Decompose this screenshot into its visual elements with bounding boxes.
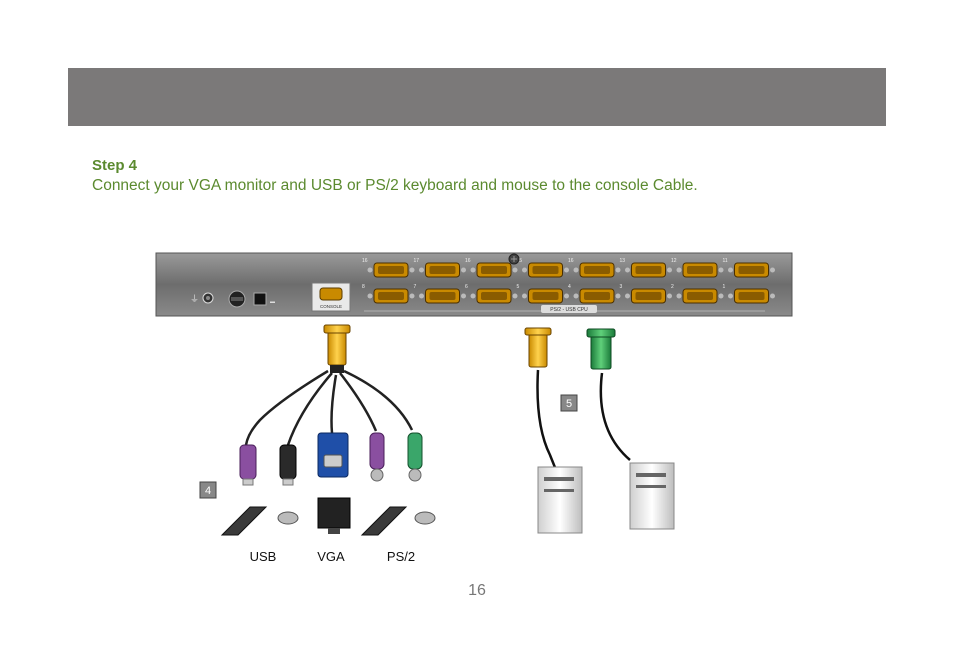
cpu-port: 3 bbox=[620, 284, 672, 304]
power-jack-icon bbox=[228, 290, 246, 308]
cpu-port: 12 bbox=[671, 258, 724, 278]
port-number: 16 bbox=[465, 258, 471, 264]
console-label: CONSOLE bbox=[320, 304, 342, 309]
power-switch-icon: ▬ bbox=[253, 292, 275, 306]
port-number: 1 bbox=[723, 284, 726, 290]
port-number: 3 bbox=[620, 284, 623, 290]
port-number: 4 bbox=[568, 284, 571, 290]
step-instruction: Connect your VGA monitor and USB or PS/2… bbox=[92, 177, 698, 194]
ps2-mouse-icon bbox=[414, 511, 436, 525]
port-number: 12 bbox=[671, 258, 677, 264]
port-number: 8 bbox=[362, 284, 365, 290]
callout-box-right: 5 bbox=[560, 394, 578, 412]
console-port: CONSOLE bbox=[311, 282, 351, 312]
console-cable bbox=[244, 324, 414, 446]
connection-diagram: ⏚ ▬ CONSOLE 16 17 16 15 16 13 12 11 8 7 6 5 4 3 2 1 PS/… bbox=[155, 252, 793, 564]
port-number: 13 bbox=[620, 258, 626, 264]
cpu-port: 6 bbox=[465, 284, 518, 304]
port-number: 5 bbox=[517, 284, 520, 290]
cpu-port: 13 bbox=[620, 258, 672, 278]
monitor-icon bbox=[317, 497, 351, 534]
screw-icon bbox=[508, 253, 520, 265]
header-bar bbox=[68, 68, 886, 126]
cpu-port: 4 bbox=[568, 284, 621, 304]
cpu-badge-label: PS/2 - USB CPU bbox=[550, 307, 588, 313]
port-number: 7 bbox=[414, 284, 417, 290]
port-number: 16 bbox=[362, 258, 368, 264]
port-number: 15 bbox=[517, 258, 523, 264]
cpu-port: 17 bbox=[414, 258, 466, 278]
cpu-cable-green bbox=[586, 328, 631, 461]
usb-mouse-icon bbox=[277, 511, 299, 525]
cpu-port: 16 bbox=[465, 258, 518, 278]
computer-tower-icon bbox=[537, 466, 583, 534]
port-number: 6 bbox=[465, 284, 468, 290]
ps2-keyboard-icon bbox=[360, 506, 408, 536]
kvm-rear-panel: ⏚ ▬ CONSOLE 16 17 16 15 16 13 12 11 8 7 6 5 4 3 2 1 PS/… bbox=[155, 252, 793, 317]
vga-monitor-plug-icon bbox=[317, 432, 349, 478]
svg-text:▬: ▬ bbox=[270, 299, 275, 305]
usb-label: USB bbox=[250, 549, 277, 564]
cpu-port: 16 bbox=[568, 258, 621, 278]
svg-text:⏚: ⏚ bbox=[190, 294, 199, 304]
ps2-label: PS/2 bbox=[387, 549, 415, 564]
cpu-port: 11 bbox=[723, 258, 775, 278]
power-socket-icon: ⏚ bbox=[190, 292, 214, 304]
step-title: Step 4 bbox=[92, 157, 138, 174]
cpu-port: 1 bbox=[723, 284, 775, 304]
cpu-port: 15 bbox=[517, 258, 569, 278]
computer-tower-icon-2 bbox=[629, 462, 675, 530]
page-number: 16 bbox=[468, 582, 486, 599]
callout-left-label: 4 bbox=[205, 485, 211, 497]
usb-plug-icon bbox=[239, 444, 257, 486]
usb-keyboard-icon bbox=[220, 506, 268, 536]
cpu-port: 5 bbox=[517, 284, 569, 304]
port-number: 16 bbox=[568, 258, 574, 264]
port-number: 17 bbox=[414, 258, 420, 264]
cpu-port: 8 bbox=[362, 284, 415, 304]
callout-right-label: 5 bbox=[566, 398, 572, 410]
cpu-port: 2 bbox=[671, 284, 724, 304]
ps2-mouse-plug-icon bbox=[407, 432, 423, 482]
cpu-port-grid: 16 17 16 15 16 13 12 11 8 7 6 5 4 3 2 1 bbox=[362, 258, 775, 304]
vga-plug-icon bbox=[323, 324, 351, 373]
port-number: 2 bbox=[671, 284, 674, 290]
ps2-keyboard-plug-icon bbox=[369, 432, 385, 482]
cpu-port: 16 bbox=[362, 258, 415, 278]
usb-black-plug-icon bbox=[279, 444, 297, 486]
cpu-port: 7 bbox=[414, 284, 466, 304]
callout-box-left: 4 bbox=[199, 481, 217, 499]
port-number: 11 bbox=[723, 258, 728, 264]
vga-label: VGA bbox=[317, 549, 345, 564]
cpu-cable-gold bbox=[524, 327, 560, 476]
